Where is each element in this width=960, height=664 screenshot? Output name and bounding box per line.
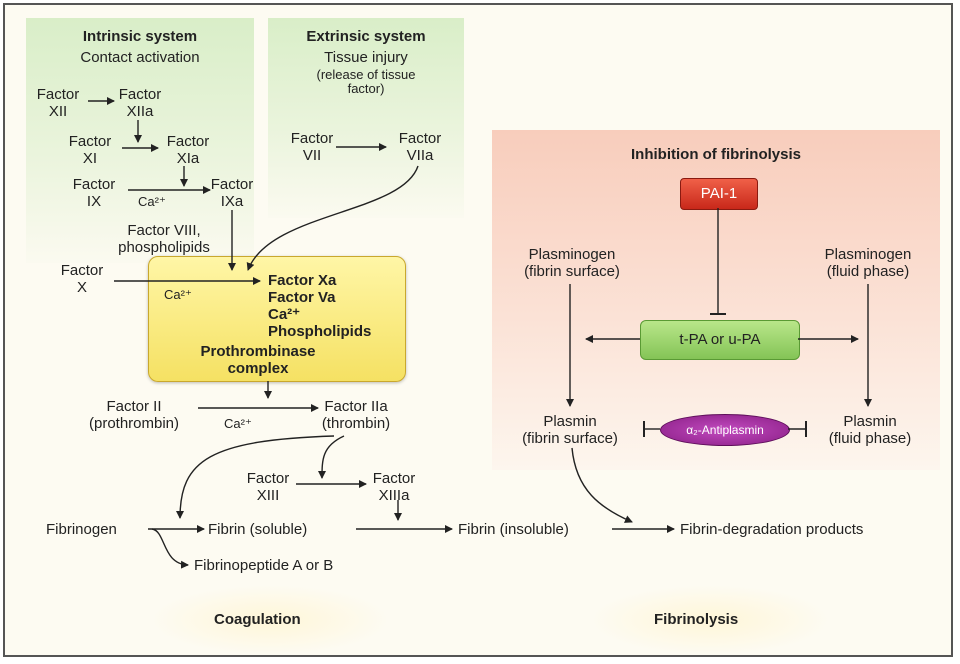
calcium-label-ix: Ca²⁺ [138,194,166,209]
fibrinopeptide-label: Fibrinopeptide A or B [194,557,334,574]
inhibition-of-fibrinolysis-title: Inhibition of fibrinolysis [631,146,801,163]
contact-activation-label: Contact activation [80,49,200,66]
tissue-injury-label: Tissue injury [324,49,408,66]
calcium-in-complex-label: Ca²⁺ [268,306,301,323]
intrinsic-system-title: Intrinsic system [82,28,198,45]
pai-1-box: PAI-1 [680,178,758,210]
extrinsic-system-panel [268,18,464,218]
coagulation-label: Coagulation [214,611,301,628]
factor-ii-prothrombin-label: Factor II(prothrombin) [88,398,180,432]
arrow-viia-to-xa [246,165,419,271]
plasminogen-fluid-phase-label: Plasminogen(fluid phase) [824,246,912,280]
calcium-label-ii: Ca²⁺ [224,416,252,431]
fibrinogen-label: Fibrinogen [46,521,117,538]
tissue-factor-note-line1: (release of tissue [316,67,416,82]
coagulation-glow [150,585,390,655]
extrinsic-system-title: Extrinsic system [306,28,426,45]
plasminogen-fibrin-surface-label: Plasminogen(fibrin surface) [524,246,620,280]
arrow-plasmin-to-products [571,447,633,523]
t-pa-or-u-pa-box: t-PA or u-PA [640,320,800,360]
fibrinolysis-label: Fibrinolysis [654,611,739,628]
arrow-thrombin-to-fibrinogen [176,435,335,519]
calcium-label-x: Ca²⁺ [164,287,192,302]
phospholipids-label: Phospholipids [268,323,372,340]
factor-va-label: Factor Va [268,289,336,306]
alpha2-antiplasmin-ellipse: α₂-Antiplasmin [660,414,790,446]
factor-xa-label: Factor Xa [268,272,337,289]
plasmin-fluid-phase-label: Plasmin(fluid phase) [828,413,912,447]
fibrin-soluble-label: Fibrin (soluble) [208,521,308,538]
plasmin-fibrin-surface-label: Plasmin(fibrin surface) [522,413,618,447]
fibrin-insoluble-label: Fibrin (insoluble) [458,521,569,538]
prothrombinase-complex-box [148,256,406,382]
arrow-fibrinogen-to-peptides [151,528,189,569]
fibrin-degradation-products-label: Fibrin-degradation products [680,521,864,538]
factor-viii-phospholipids-label: Factor VIII,phospholipids [118,222,210,256]
tissue-factor-note-line2: factor) [347,81,385,96]
arrow-thrombin-to-xiii [318,435,345,479]
factor-iia-thrombin-label: Factor IIa(thrombin) [321,398,391,432]
fibrinolysis-glow [590,585,830,655]
